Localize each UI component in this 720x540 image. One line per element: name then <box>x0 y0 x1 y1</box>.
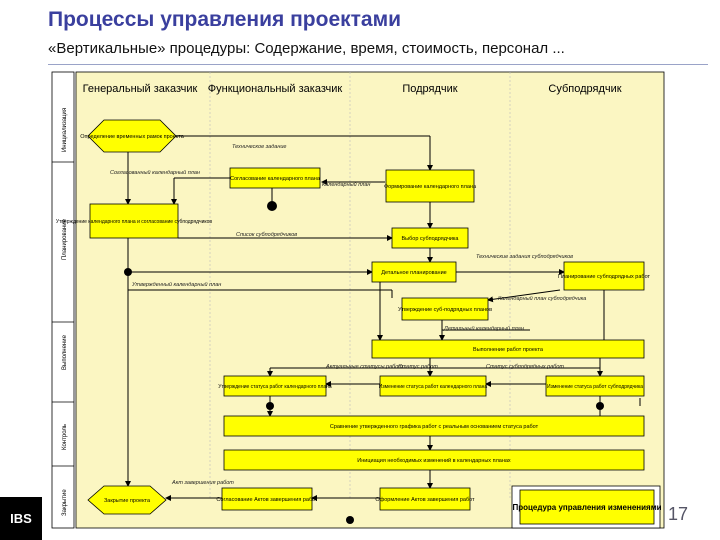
slide-subtitle: «Вертикальные» процедуры: Содержание, вр… <box>48 40 565 57</box>
box-change-status-label: Изменение статуса работ календарного пла… <box>379 384 488 390</box>
box-form-plan-label: Формирование календарного плана <box>384 184 477 190</box>
legend-inner-box <box>519 489 655 525</box>
lane-header-contractor: Подрядчик <box>402 83 457 95</box>
phase-label-exec: Выполнение <box>62 334 68 370</box>
phase-column <box>51 71 75 529</box>
box-define-boundaries <box>87 119 177 153</box>
box-change-status <box>379 375 487 397</box>
box-sub-plan-label: Планирование субподрядных работ <box>558 274 651 280</box>
box-agree-acts-label: Согласование Актов завершения работ <box>216 497 318 503</box>
box-execute <box>371 339 645 359</box>
lane-header-functional-customer: Функциональный заказчик <box>208 83 343 95</box>
junction-dot <box>596 402 604 410</box>
slide-title: Процессы управления проектами <box>48 8 402 31</box>
box-form-plan <box>385 169 475 203</box>
box-choose-sub-label: Выбор субподрядчика <box>402 236 460 242</box>
flow-label: Список субподрядчиков <box>236 232 297 238</box>
flow-label: Статус работ <box>398 364 438 370</box>
junction-dot <box>266 402 274 410</box>
box-close-label: Закрытие проекта <box>104 498 151 504</box>
phase-label-close: Закрытие <box>62 489 68 516</box>
flow-label: Детальный календарный план <box>443 325 524 332</box>
lane-header-general-customer: Генеральный заказчик <box>83 83 198 95</box>
legend-label: Процедура управления изменениями <box>512 503 661 512</box>
box-compare <box>223 415 645 437</box>
box-compare-label: Сравнение утвержденного графика работ с … <box>330 424 539 430</box>
phase-label-plan: Планирование <box>62 218 68 260</box>
box-agree-acts <box>221 487 313 511</box>
box-form-acts-label: Оформление Актов завершения работ <box>375 497 475 503</box>
flow-label: Акт завершения работ <box>171 480 234 486</box>
box-agree-plan-label: Согласование календарного плана <box>230 176 321 182</box>
box-detail-plan <box>371 261 457 283</box>
phase-label-init: Инициализация <box>62 108 68 152</box>
box-initiate-changes-label: Инициация необходимых изменений в календ… <box>357 457 511 464</box>
flow-label: Согласованный календарный план <box>110 169 200 176</box>
box-approve-plan-label: Утверждение календарного плана и согласо… <box>56 219 213 225</box>
box-approve-sub-plans-label: Утверждение суб-подрядных планов <box>398 307 492 313</box>
box-approve-sub-plans <box>401 297 489 321</box>
ibs-logo: IBS <box>0 497 42 540</box>
box-approve-status-label: Утверждение статуса работ календарного п… <box>218 384 332 390</box>
title-divider <box>48 64 708 65</box>
flow-label: Актуальные статусы работ <box>325 364 403 370</box>
box-agree-plan <box>229 167 321 189</box>
page-number: 17 <box>668 504 689 524</box>
junction-dot <box>267 201 277 211</box>
box-change-status-sub <box>545 375 645 397</box>
lane-header-subcontractor: Субподрядчик <box>548 83 621 95</box>
box-approve-plan <box>89 203 179 239</box>
box-close <box>87 485 167 515</box>
box-sub-plan <box>563 261 645 291</box>
box-approve-status <box>223 375 327 397</box>
junction-dot <box>346 516 354 524</box>
flow-label: Календарный план <box>322 181 370 188</box>
flow-label: Утвержденный календарный план <box>131 281 221 288</box>
flow-label: Технические задания субподрядчиков <box>476 254 573 260</box>
flow-label: Техническое задание <box>232 144 286 150</box>
box-form-acts <box>379 487 471 511</box>
junction-dot <box>124 268 132 276</box>
box-define-boundaries-label: Определение временных рамок проекта <box>80 134 184 140</box>
flow-label: Календарный план субподрядчика <box>498 295 586 302</box>
phase-label-control: Контроль <box>62 424 68 450</box>
box-initiate-changes <box>223 449 645 471</box>
box-detail-plan-label: Детальное планирование <box>381 270 446 276</box>
box-execute-label: Выполнение работ проекта <box>473 347 544 353</box>
box-choose-sub <box>391 227 469 249</box>
box-change-status-sub-label: Изменение статуса работ субподрядчика <box>547 384 643 390</box>
flow-label: Статус субподрядных работ <box>486 364 564 370</box>
